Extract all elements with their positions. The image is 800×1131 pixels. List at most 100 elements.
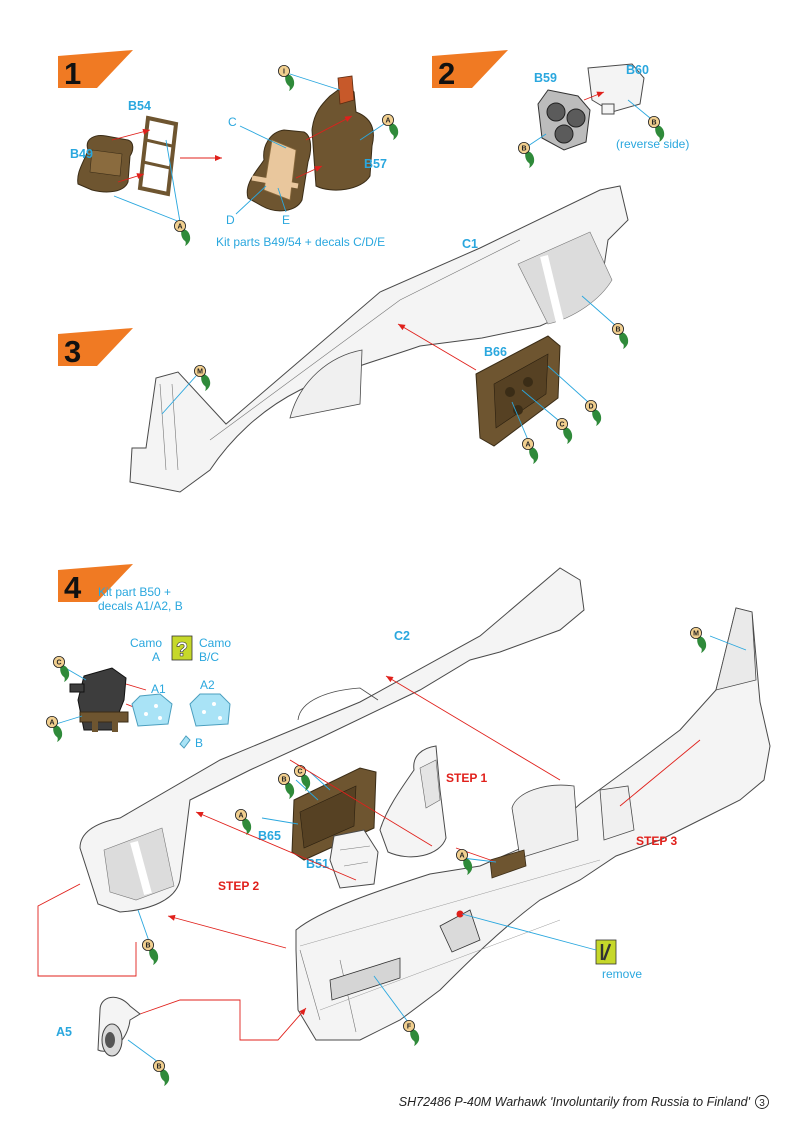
step-flag: 3 xyxy=(58,328,133,369)
gun-sight-b59 xyxy=(537,89,591,151)
svg-text:C: C xyxy=(56,660,61,667)
seat-frame-b54 xyxy=(137,115,179,197)
svg-text:A: A xyxy=(238,813,243,820)
svg-text:B: B xyxy=(156,1064,161,1071)
part-label: B66 xyxy=(484,345,507,359)
step-1-note: Kit parts B49/54 + decals C/D/E xyxy=(216,235,385,249)
part-label: B49 xyxy=(70,147,93,161)
svg-text:F: F xyxy=(407,1024,412,1031)
decal-label: B xyxy=(195,736,203,750)
part-b51 xyxy=(329,829,379,889)
paint-dot: F xyxy=(402,1020,420,1047)
decal-b xyxy=(179,735,191,749)
paint-dot: M xyxy=(690,627,707,654)
step-flag: 4 xyxy=(58,564,133,605)
paint-dot: A xyxy=(522,437,539,465)
svg-text:B: B xyxy=(651,120,656,127)
svg-text:C: C xyxy=(297,769,302,776)
paint-dot: B xyxy=(152,1060,170,1087)
svg-text:B: B xyxy=(281,777,286,784)
fuselage-half-c1 xyxy=(129,185,629,493)
paint-dot: A xyxy=(455,849,473,876)
step-1: 1 B54 B49 A xyxy=(58,50,399,249)
svg-text:B/C: B/C xyxy=(199,650,219,664)
fuselage-half-main xyxy=(295,607,771,1041)
camo-selector: Camo A ? Camo B/C xyxy=(130,635,231,664)
svg-text:B: B xyxy=(145,943,150,950)
svg-text:Camo: Camo xyxy=(199,636,231,650)
step-3: 3 C1 B66 M B A C D xyxy=(58,185,629,493)
paint-dot: I xyxy=(277,65,295,92)
sub-step-label: STEP 2 xyxy=(218,879,259,893)
decal-label: A2 xyxy=(200,678,215,692)
paint-dot: A xyxy=(173,219,191,247)
step-number: 4 xyxy=(64,570,82,605)
gun-sight-b60 xyxy=(587,63,645,115)
decal-label: D xyxy=(226,213,235,227)
step-2: 2 B59 B60 B B (reverse side) xyxy=(432,50,689,169)
svg-text:A: A xyxy=(152,650,160,664)
svg-text:A: A xyxy=(49,720,54,727)
svg-text:M: M xyxy=(693,631,699,638)
part-label: B57 xyxy=(364,157,387,171)
step-number: 3 xyxy=(64,334,81,369)
paint-dot: B xyxy=(612,322,629,350)
question-icon: ? xyxy=(171,635,193,661)
seat-b49 xyxy=(77,135,134,193)
svg-text:D: D xyxy=(588,404,593,411)
reverse-side-note: (reverse side) xyxy=(616,137,689,151)
step-flag: 2 xyxy=(432,50,508,91)
seat-assembly-ghost xyxy=(379,745,447,858)
remove-icon xyxy=(595,939,617,965)
svg-text:A: A xyxy=(177,224,182,231)
page-number: 3 xyxy=(759,1098,765,1109)
svg-text:B: B xyxy=(615,327,620,334)
svg-text:?: ? xyxy=(176,639,188,661)
step-number: 2 xyxy=(438,56,455,91)
paint-dot: B xyxy=(141,939,159,966)
page-number-circle xyxy=(755,1095,769,1109)
paint-dot: B xyxy=(518,141,535,169)
remove-label: remove xyxy=(602,967,642,981)
paint-dot: B xyxy=(277,773,295,800)
sub-step-label: STEP 3 xyxy=(636,834,677,848)
paint-dot: B xyxy=(648,116,665,143)
part-label: A5 xyxy=(56,1025,72,1039)
fuselage-half-c2 xyxy=(79,567,585,913)
control-assembly xyxy=(69,667,129,732)
svg-text:M: M xyxy=(197,369,203,376)
paint-dot: A xyxy=(234,809,252,836)
svg-text:I: I xyxy=(283,69,285,76)
paint-dot: C xyxy=(293,765,311,792)
step-number: 1 xyxy=(64,56,81,91)
decal-label: A1 xyxy=(151,682,166,696)
part-label: C2 xyxy=(394,629,410,643)
svg-text:A: A xyxy=(525,442,530,449)
footer: SH72486 P-40M Warhawk 'Involuntarily fro… xyxy=(399,1095,769,1109)
part-label: B60 xyxy=(626,63,649,77)
svg-text:Camo: Camo xyxy=(130,636,162,650)
svg-text:A: A xyxy=(385,118,390,125)
paint-dot: C xyxy=(53,656,70,683)
step-4: 4 Kit part B50 + decals A1/A2, B Camo A … xyxy=(37,564,771,1087)
step-flag: 1 xyxy=(58,50,133,91)
decal-label: E xyxy=(282,213,290,227)
seat-assembly xyxy=(246,129,312,212)
paint-dot: A xyxy=(46,716,63,743)
paint-dot: A xyxy=(381,114,399,141)
svg-text:A: A xyxy=(459,853,464,860)
part-label: C1 xyxy=(462,237,478,251)
svg-text:B: B xyxy=(521,146,526,153)
step-4-note: Kit part B50 + xyxy=(98,585,171,599)
svg-text:C: C xyxy=(559,422,564,429)
decal-label: C xyxy=(228,115,237,129)
paint-dot: C xyxy=(556,417,573,445)
part-label: B59 xyxy=(534,71,557,85)
part-label: B65 xyxy=(258,829,281,843)
part-label: B54 xyxy=(128,99,151,113)
paint-dot: D xyxy=(585,399,602,427)
step-4-note: decals A1/A2, B xyxy=(98,599,183,613)
footer-title: SH72486 P-40M Warhawk 'Involuntarily fro… xyxy=(399,1095,751,1109)
part-a5 xyxy=(97,996,141,1057)
